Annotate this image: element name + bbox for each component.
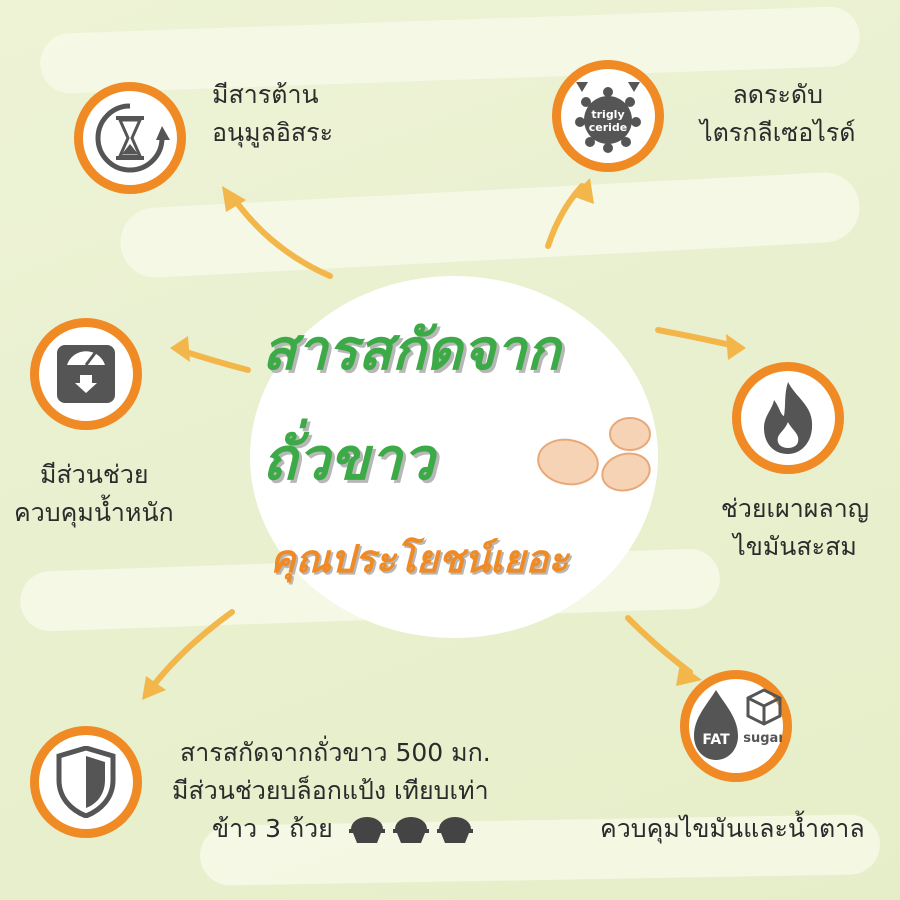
- shield-icon: [56, 746, 116, 818]
- triglyceride-badge: trigly ceride: [552, 60, 664, 172]
- arrow-fatburn: [655, 327, 738, 349]
- arrow-weight: [177, 347, 251, 373]
- title-line-3: คุณประโยชน์เยอะ: [270, 537, 569, 581]
- triglyceride-line-1: ลดระดับ: [732, 80, 823, 109]
- fatburn-label: ช่วยเผาผลาญ ไขมันสะสม: [700, 490, 890, 566]
- triglyceride-label: ลดระดับ ไตรกลีเซอไรด์: [700, 76, 855, 152]
- weight-badge: [30, 318, 142, 430]
- hourglass-icon: [95, 103, 170, 173]
- arrow-starch: [147, 609, 235, 693]
- starch-line-2: มีส่วนช่วยบล็อกแป้ง เทียบเท่า: [172, 776, 489, 805]
- svg-text:ceride: ceride: [589, 121, 628, 134]
- fatsugar-line-1: ควบคุมไขมันและน้ำตาล: [600, 814, 865, 843]
- antioxidant-line-2: อนุมูลอิสระ: [212, 118, 334, 147]
- svg-text:trigly: trigly: [591, 108, 624, 121]
- rice-bowl-icons: [348, 817, 473, 843]
- bean-icon: [537, 417, 651, 492]
- antioxidant-badge: [74, 82, 186, 194]
- starch-line-3: ข้าว 3 ถ้วย: [212, 814, 333, 843]
- title-line-1: สารสกัดจาก: [262, 318, 561, 383]
- flame-icon: [764, 382, 813, 454]
- weight-line-1: มีส่วนช่วย: [40, 460, 149, 489]
- fatburn-badge: [732, 362, 844, 474]
- scale-icon: [57, 345, 115, 403]
- weight-label: มีส่วนช่วย ควบคุมน้ำหนัก: [14, 456, 174, 532]
- svg-text:FAT: FAT: [702, 732, 730, 748]
- starch-badge: [30, 726, 142, 838]
- fatburn-line-1: ช่วยเผาผลาญ: [720, 494, 870, 523]
- starch-label: สารสกัดจากถั่วขาว 500 มก. มีส่วนช่วยบล็อ…: [172, 734, 491, 848]
- triglyceride-icon: trigly ceride: [575, 82, 641, 153]
- fatsugar-badge: FAT sugar: [680, 670, 792, 782]
- title-line-2: ถั่วขาว: [262, 425, 435, 493]
- fatburn-line-2: ไขมันสะสม: [733, 532, 857, 561]
- weight-line-2: ควบคุมน้ำหนัก: [14, 498, 174, 527]
- arrow-antioxidant: [229, 193, 333, 279]
- arrow-fatsugar: [625, 615, 693, 675]
- triglyceride-line-2: ไตรกลีเซอไรด์: [700, 118, 856, 147]
- starch-line-3-row: ข้าว 3 ถ้วย: [172, 810, 491, 848]
- svg-text:sugar: sugar: [743, 731, 782, 746]
- fatsugar-label: ควบคุมไขมันและน้ำตาล: [600, 810, 865, 848]
- antioxidant-line-1: มีสารต้าน: [212, 80, 319, 109]
- starch-line-1: สารสกัดจากถั่วขาว 500 มก.: [180, 738, 491, 767]
- antioxidant-label: มีสารต้าน อนุมูลอิสระ: [212, 76, 333, 152]
- fat-sugar-icon: FAT sugar: [694, 688, 782, 760]
